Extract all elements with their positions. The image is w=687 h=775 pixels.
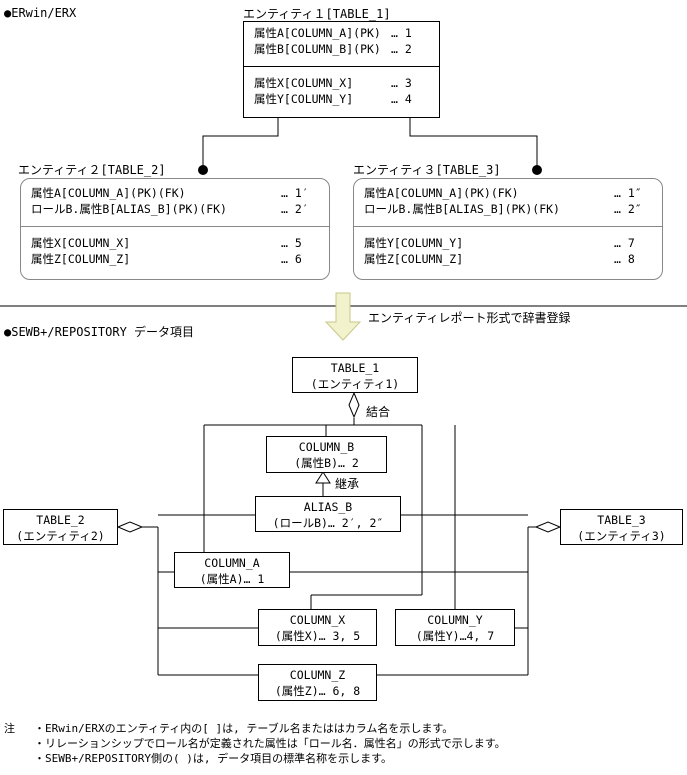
inheritance-triangle — [315, 471, 331, 484]
row-text: 属性X[COLUMN_X] — [254, 76, 354, 90]
note-line: ・ERwin/ERXのエンティティ内の[ ]は, テーブル名またははカラム名を示… — [34, 722, 454, 735]
node-table1: TABLE_1 (エンティティ1) — [292, 357, 418, 393]
join-label: 結合 — [366, 405, 391, 419]
node-column-b: COLUMN_B (属性B)… 2 — [266, 436, 387, 473]
row-text: 属性A[COLUMN_A](PK)(FK) — [31, 186, 186, 200]
erwin-relationship-lines — [202, 118, 538, 166]
row-text: ロールB.属性B[ALIAS_B](PK)(FK) — [364, 202, 560, 216]
row-num: … 2 — [391, 42, 412, 56]
node-standard-name: (ロールB)… 2′, 2″ — [272, 516, 384, 530]
row-num: … 3 — [391, 76, 412, 90]
node-table2: TABLE_2 (エンティティ2) — [3, 509, 118, 545]
node-name: COLUMN_Y — [427, 613, 483, 627]
sewb-heading: ●SEWB+/REPOSITORY データ項目 — [4, 325, 195, 339]
node-column-z: COLUMN_Z (属性Z)… 6, 8 — [258, 664, 377, 701]
row-num: … 1′ — [281, 186, 309, 200]
node-standard-name: (属性A)… 1 — [199, 572, 265, 586]
entity1-attr-row: 属性X[COLUMN_X] … 3 — [254, 75, 429, 91]
note-line: ・SEWB+/REPOSITORY側の( )は, データ項目の標準名称を示します… — [34, 752, 392, 765]
node-standard-name: (属性Y)…4, 7 — [415, 629, 495, 643]
row-num: … 7 — [614, 236, 635, 250]
entity3-attr-row: 属性Z[COLUMN_Z] … 8 — [364, 251, 652, 267]
row-num: … 4 — [391, 92, 412, 106]
row-num: … 2″ — [614, 202, 642, 216]
node-standard-name: (エンティティ1) — [310, 377, 400, 391]
node-name: TABLE_3 — [597, 513, 646, 527]
row-text: 属性A[COLUMN_A](PK)(FK) — [364, 186, 519, 200]
entity2-key-section: 属性A[COLUMN_A](PK)(FK) … 1′ ロールB.属性B[ALIAS… — [21, 179, 329, 226]
note-line: ・リレーションシップでロール名が定義された属性は「ロール名．属性名」の形式で示し… — [34, 737, 506, 750]
entity2-attr-section: 属性X[COLUMN_X] … 5 属性Z[COLUMN_Z] … 6 — [21, 226, 329, 270]
entity2-title: エンティティ２[TABLE_2] — [18, 163, 166, 177]
row-text: 属性Z[COLUMN_Z] — [364, 252, 464, 266]
row-num: … 1″ — [614, 186, 642, 200]
entity3-attr-row: 属性Y[COLUMN_Y] … 7 — [364, 235, 652, 251]
entity2-box: 属性A[COLUMN_A](PK)(FK) … 1′ ロールB.属性B[ALIAS… — [20, 178, 330, 280]
node-standard-name: (属性X)… 3, 5 — [274, 629, 361, 643]
entity1-box: 属性A[COLUMN_A](PK) … 1 属性B[COLUMN_B](PK) … … — [243, 21, 440, 118]
entity1-title: エンティティ１[TABLE_1] — [243, 7, 391, 21]
aggregation-diamond-table1 — [348, 391, 360, 419]
row-num: … 1 — [391, 26, 412, 40]
entity3-attr-section: 属性Y[COLUMN_Y] … 7 属性Z[COLUMN_Z] … 8 — [354, 226, 662, 270]
aggregation-diamond-table3 — [534, 521, 562, 533]
entity3-box: 属性A[COLUMN_A](PK)(FK) … 1″ ロールB.属性B[ALIAS… — [353, 178, 663, 280]
erwin-heading: ●ERwin/ERX — [4, 6, 77, 20]
entity3-title: エンティティ３[TABLE_3] — [353, 163, 501, 177]
entity1-key-row: 属性B[COLUMN_B](PK) … 2 — [254, 41, 429, 57]
node-column-x: COLUMN_X (属性X)… 3, 5 — [258, 609, 377, 646]
row-text: 属性Y[COLUMN_Y] — [364, 236, 464, 250]
sewb-relationship-lines — [130, 418, 556, 676]
row-text: 属性Y[COLUMN_Y] — [254, 92, 354, 106]
row-text: 属性X[COLUMN_X] — [31, 236, 131, 250]
relationship-dot-entity2 — [198, 165, 208, 175]
entity1-attr-row: 属性Y[COLUMN_Y] … 4 — [254, 91, 429, 107]
node-name: TABLE_1 — [330, 361, 380, 375]
entity2-attr-row: 属性X[COLUMN_X] … 5 — [31, 235, 319, 251]
node-standard-name: (属性Z)… 6, 8 — [274, 684, 361, 698]
node-standard-name: (エンティティ2) — [16, 529, 105, 543]
entity2-attr-row: 属性Z[COLUMN_Z] … 6 — [31, 251, 319, 267]
node-column-y: COLUMN_Y (属性Y)…4, 7 — [395, 609, 515, 646]
node-name: COLUMN_X — [289, 613, 346, 627]
row-num: … 8 — [614, 252, 635, 266]
node-name: COLUMN_A — [204, 556, 260, 570]
row-text: 属性B[COLUMN_B](PK) — [254, 42, 381, 56]
row-text: 属性A[COLUMN_A](PK) — [254, 26, 381, 40]
entity1-key-row: 属性A[COLUMN_A](PK) … 1 — [254, 25, 429, 41]
notes-block: ・ERwin/ERXのエンティティ内の[ ]は, テーブル名またははカラム名を示… — [34, 721, 506, 766]
entity2-key-row: ロールB.属性B[ALIAS_B](PK)(FK) … 2′ — [31, 201, 319, 217]
entity3-key-section: 属性A[COLUMN_A](PK)(FK) … 1″ ロールB.属性B[ALIAS… — [354, 179, 662, 226]
row-num: … 6 — [281, 252, 302, 266]
transition-arrow — [324, 292, 362, 341]
entity1-attr-section: 属性X[COLUMN_X] … 3 属性Y[COLUMN_Y] … 4 — [244, 66, 439, 110]
aggregation-diamond-table2 — [116, 521, 144, 533]
entity3-key-row: ロールB.属性B[ALIAS_B](PK)(FK) … 2″ — [364, 201, 652, 217]
transition-label: エンティティレポート形式で辞書登録 — [368, 311, 571, 325]
row-num: … 5 — [281, 236, 302, 250]
row-num: … 2′ — [281, 202, 309, 216]
node-alias-b: ALIAS_B (ロールB)… 2′, 2″ — [255, 496, 401, 532]
node-name: COLUMN_Z — [289, 668, 346, 682]
node-standard-name: (属性B)… 2 — [294, 456, 359, 470]
row-text: ロールB.属性B[ALIAS_B](PK)(FK) — [31, 202, 227, 216]
node-name: ALIAS_B — [303, 500, 353, 514]
node-name: TABLE_2 — [36, 513, 85, 527]
row-text: 属性Z[COLUMN_Z] — [31, 252, 131, 266]
node-column-a: COLUMN_A (属性A)… 1 — [174, 552, 290, 588]
node-table3: TABLE_3 (エンティティ3) — [560, 509, 683, 545]
entity3-key-row: 属性A[COLUMN_A](PK)(FK) … 1″ — [364, 185, 652, 201]
relationship-dot-entity3 — [532, 165, 542, 175]
node-standard-name: (エンティティ3) — [577, 529, 666, 543]
entity2-key-row: 属性A[COLUMN_A](PK)(FK) … 1′ — [31, 185, 319, 201]
inherit-label: 継承 — [335, 477, 360, 491]
entity1-key-section: 属性A[COLUMN_A](PK) … 1 属性B[COLUMN_B](PK) … … — [244, 22, 439, 66]
node-name: COLUMN_B — [298, 440, 355, 454]
notes-prefix: 注 — [4, 722, 15, 735]
